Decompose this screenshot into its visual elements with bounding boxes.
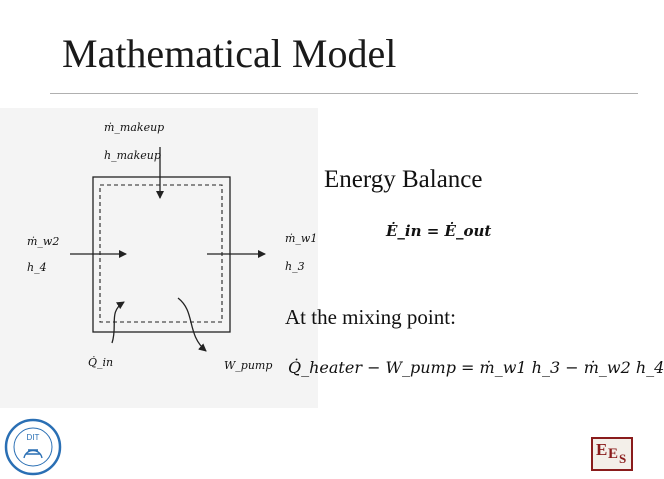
dit-logo-text: DIT bbox=[27, 433, 40, 442]
heat-in-label: Q̇_in bbox=[88, 356, 114, 369]
pump-work-label: W_pump bbox=[224, 359, 273, 372]
mixing-point-equation: Q̇_heater − W_pump = ṁ_w1 h_3 − ṁ_w2 h_4 bbox=[288, 358, 664, 377]
control-volume-diagram bbox=[70, 147, 266, 352]
heat-in-arrow bbox=[111, 301, 125, 344]
page-title: Mathematical Model bbox=[62, 31, 397, 76]
makeup-flow-label: ṁ_makeup bbox=[104, 121, 165, 134]
pump-work-arrow bbox=[177, 297, 207, 352]
inlet-enthalpy-label: h_4 bbox=[27, 261, 47, 274]
outlet-enthalpy-label: h_3 bbox=[285, 260, 305, 273]
diagram-background bbox=[0, 108, 318, 408]
ees-logo: E E S bbox=[591, 437, 633, 471]
ees-logo-e1: E bbox=[596, 440, 608, 459]
outlet-flow-label: ṁ_w1 bbox=[285, 232, 318, 245]
title-divider bbox=[50, 93, 638, 94]
mixing-point-label: At the mixing point: bbox=[285, 305, 456, 329]
makeup-enthalpy-label: h_makeup bbox=[104, 149, 161, 162]
inlet-flow-label: ṁ_w2 bbox=[27, 235, 60, 248]
dit-logo: DIT bbox=[4, 418, 62, 476]
energy-balance-equation: Ė_in = Ė_out bbox=[386, 222, 492, 240]
energy-balance-heading: Energy Balance bbox=[324, 166, 483, 193]
ees-logo-s: S bbox=[619, 451, 627, 466]
ees-logo-e2: E bbox=[608, 446, 619, 462]
